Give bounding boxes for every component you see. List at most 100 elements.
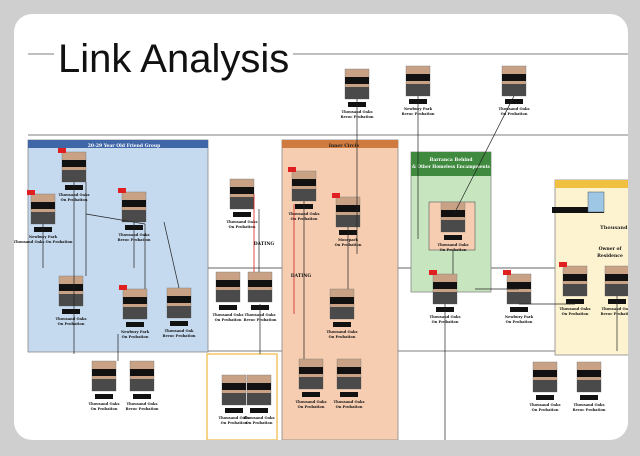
person-label: Thousand Oaks [213,313,244,317]
person-clothing [330,307,354,319]
person-clothing [31,212,55,224]
link-label: DATING [291,273,312,279]
person-label: Newbury Park [505,315,534,319]
person-clothing [167,306,191,318]
redaction-bar [563,274,587,281]
person-clothing [230,197,254,209]
redaction-bar [95,394,113,399]
person-label: Revoc Probation [600,312,628,316]
person-label: Thousand Oaks [334,400,365,404]
person-label: Thousand Oaks [296,400,327,404]
person-label: Thousand Oaks [56,317,87,321]
document-icon [587,191,605,213]
person-clothing [345,87,369,99]
person-label: Revoc Probation [125,407,158,411]
redaction-bar [292,179,316,186]
redaction-bar [336,205,360,212]
redaction-bar [225,408,243,413]
person-label: Thousand Oaks [560,307,591,311]
person-clothing [59,294,83,306]
group-title: 20-29 Year Old Friend Group [88,143,161,149]
person-label: Newbury Park [121,330,150,334]
redaction-bar [222,383,246,390]
redaction-bar [250,408,268,413]
status-badge [27,190,35,195]
redaction-bar [59,284,83,291]
person-clothing [563,284,587,296]
redaction-bar [299,367,323,374]
person-label: On Probation [532,408,559,412]
status-badge [118,188,126,193]
redaction-bar [505,99,523,104]
person-clothing [62,170,86,182]
redaction-bar [122,200,146,207]
status-badge [559,262,567,267]
person-label: On Probation [221,421,248,425]
redaction-bar [130,369,154,376]
person-label: On Probation [329,335,356,339]
status-badge [332,193,340,198]
group-header [411,152,491,176]
person-label: Thousand Oaks [327,330,358,334]
person-clothing [123,307,147,319]
link-label: DATING [254,241,275,247]
redaction-bar [248,280,272,287]
redaction-bar [580,395,598,400]
person-clothing [406,84,430,96]
redaction-bar [233,212,251,217]
link-line [453,95,515,215]
redaction-bar [507,282,531,289]
redaction-bar [433,282,457,289]
group-header [282,140,398,148]
person-label: Thousand Oaks [574,403,605,407]
person-clothing [577,380,601,392]
person-label: Revoc Probation [572,408,605,412]
person-label: Thousand Oaks [602,307,629,311]
person-clothing [337,377,361,389]
person-label: On Probation [215,318,242,322]
link-line [85,213,146,225]
redaction-bar [31,202,55,209]
person-label: On Probation [336,405,363,409]
redaction-bar [247,383,271,390]
person-clothing [130,379,154,391]
person-label: On Probation [501,112,528,116]
redaction-bar [444,235,462,240]
group-subtitle: Owner of [599,246,623,252]
redaction-bar [340,392,358,397]
person-label: Thousand Oaks [89,402,120,406]
redaction-bar [92,369,116,376]
redaction-bar [123,297,147,304]
redaction-bar [126,322,144,327]
redaction-bar [62,309,80,314]
person-clothing [247,393,271,405]
person-label: Thousand Oaks [438,243,469,247]
redaction-bar [170,321,188,326]
redaction-bar [552,207,604,213]
person-clothing [605,284,628,296]
person-label: Thousand Oaks [244,416,275,420]
person-clothing [222,393,246,405]
person-label: On Probation [298,405,325,409]
person-label: Revoc Probation [162,334,195,338]
person-clothing [433,292,457,304]
redaction-bar [441,210,465,217]
person-label: Thousand Oaks [127,402,158,406]
redaction-bar [502,74,526,81]
redaction-bar [406,74,430,81]
redaction-bar [62,160,86,167]
status-badge [58,148,66,153]
group-header [28,140,208,148]
person-label: Thousand Oaks [219,416,250,420]
group-title: Inner Circle [329,143,360,149]
status-badge [288,167,296,172]
person-clothing [216,290,240,302]
redaction-bar [167,296,191,303]
status-badge [429,270,437,275]
redaction-bar [337,367,361,374]
redaction-bar [333,322,351,327]
person-clothing [92,379,116,391]
person-label: On Probation [562,312,589,316]
